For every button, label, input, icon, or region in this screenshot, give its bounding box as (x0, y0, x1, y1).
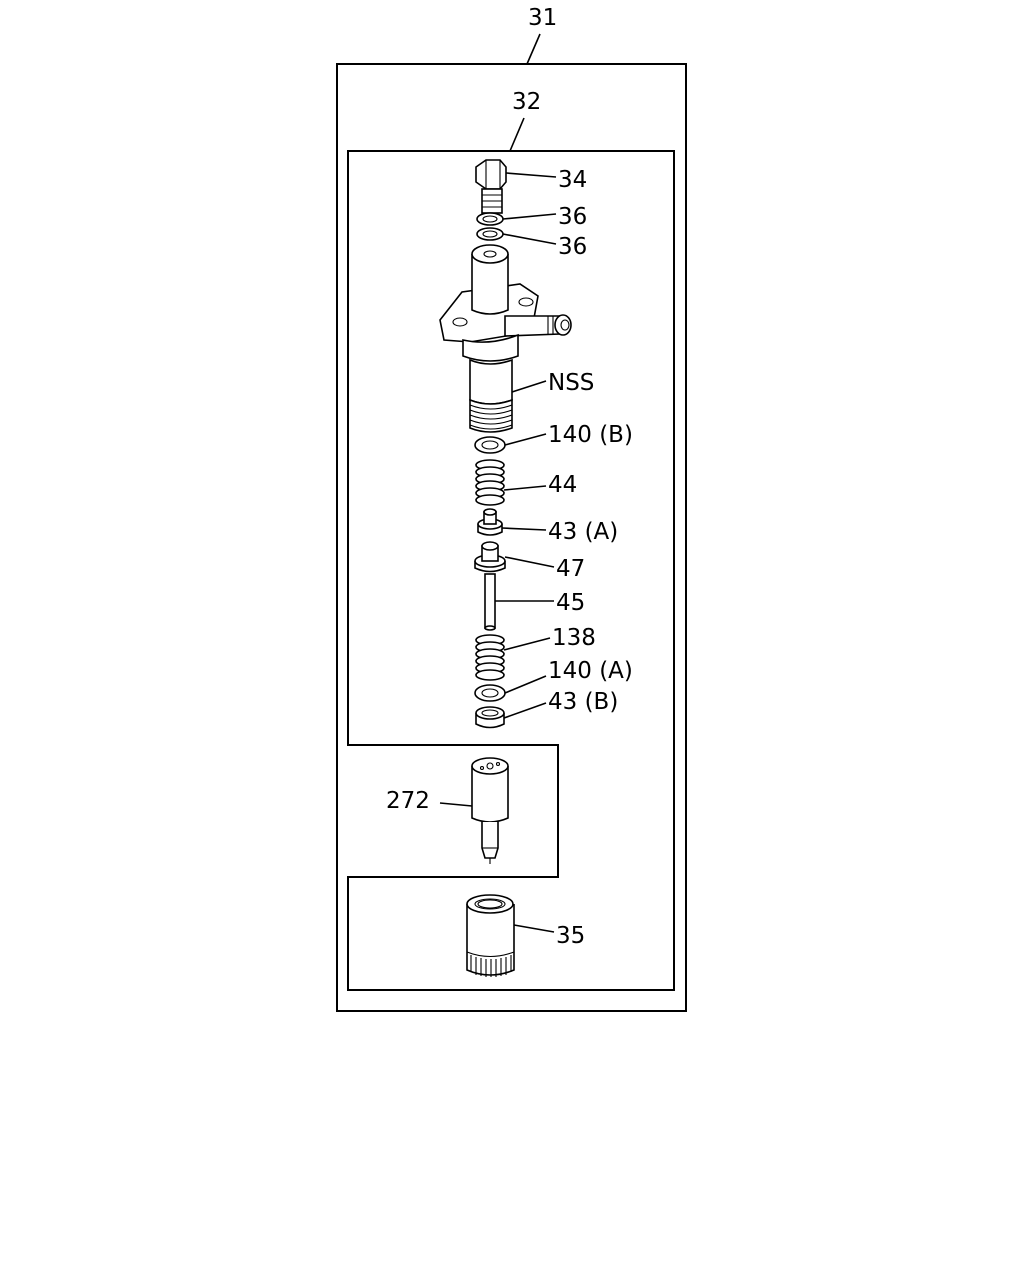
label-35: 35 (556, 923, 585, 949)
label-43a: 43 (A) (548, 519, 618, 545)
label-34: 34 (558, 167, 587, 193)
label-44: 44 (548, 472, 577, 498)
label-nss: NSS (548, 370, 594, 396)
seat-43b (475, 706, 505, 729)
spring-44 (475, 459, 505, 506)
bolt-34 (475, 159, 507, 214)
shim-140a (474, 684, 506, 702)
label-45: 45 (556, 590, 585, 616)
shim-140b (474, 436, 506, 454)
push-rod-45 (484, 573, 496, 631)
piece-47 (474, 541, 506, 573)
label-36-upper: 36 (558, 204, 587, 230)
label-140b: 140 (B) (548, 422, 633, 448)
nozzle-holder-nss (439, 244, 572, 433)
label-47: 47 (556, 556, 585, 582)
retaining-nut-35 (466, 894, 515, 977)
spring-138 (475, 634, 505, 681)
label-36-lower: 36 (558, 234, 587, 260)
label-138: 138 (552, 625, 596, 651)
nozzle-272 (471, 757, 509, 864)
label-272: 272 (386, 788, 430, 814)
label-32: 32 (512, 89, 541, 115)
assembly-32-frame (347, 150, 675, 991)
label-43b: 43 (B) (548, 689, 618, 715)
assembly-31-frame (336, 63, 687, 1012)
label-31: 31 (528, 5, 557, 31)
washer-36-upper (476, 212, 504, 226)
label-140a: 140 (A) (548, 658, 633, 684)
seat-43a (477, 508, 503, 536)
washer-36-lower (476, 227, 504, 241)
